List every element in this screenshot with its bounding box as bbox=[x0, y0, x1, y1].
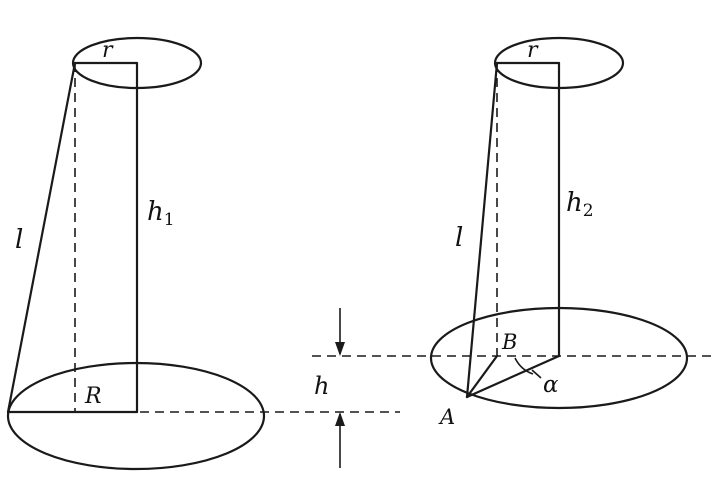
right-a-center-line bbox=[465, 354, 561, 399]
left-h1-subscript: 1 bbox=[164, 210, 175, 230]
right-B-label: B bbox=[501, 330, 517, 354]
right-ab-line bbox=[465, 354, 499, 399]
right-h2-label: h2 bbox=[566, 188, 594, 221]
right-angle-pointer bbox=[531, 369, 542, 379]
left-R-label: R bbox=[84, 384, 102, 409]
right-l-label: l bbox=[455, 223, 463, 253]
right-alpha-label: α bbox=[543, 372, 559, 398]
left-slant-line bbox=[6, 61, 77, 414]
right-h2-subscript: 2 bbox=[583, 201, 594, 221]
offset-h-label: h bbox=[314, 372, 329, 400]
offset-lower-arrowhead bbox=[335, 412, 345, 426]
left-h1-letter: h bbox=[147, 197, 164, 227]
right-h2-letter: h bbox=[566, 188, 583, 218]
right-A-label: A bbox=[438, 405, 455, 429]
left-figure: r h1 l R bbox=[6, 36, 400, 471]
left-h1-label: h1 bbox=[147, 197, 175, 230]
offset-dimension: h bbox=[314, 308, 345, 468]
left-l-label: l bbox=[15, 225, 23, 255]
right-slant-line bbox=[465, 61, 499, 399]
left-r-label: r bbox=[102, 38, 114, 63]
right-figure: r h2 l B A α bbox=[312, 36, 712, 429]
right-angle-arc bbox=[514, 357, 534, 375]
offset-upper-arrowhead bbox=[335, 342, 345, 356]
right-r-label: r bbox=[527, 38, 539, 63]
